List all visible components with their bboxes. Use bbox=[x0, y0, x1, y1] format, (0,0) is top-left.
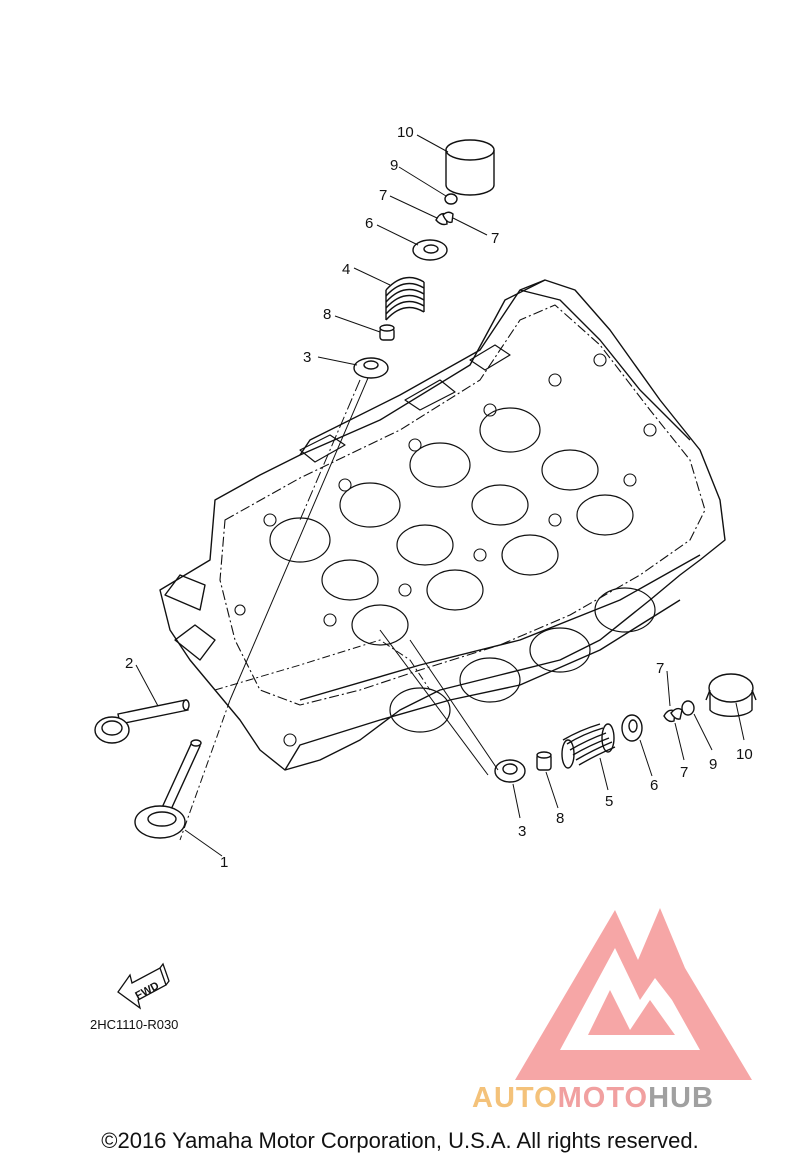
label-8-bottom: 8 bbox=[556, 810, 564, 827]
fwd-arrow-icon: FWD bbox=[117, 962, 170, 1010]
label-7-top-b: 7 bbox=[491, 230, 499, 247]
valve-stem-seal-bottom bbox=[536, 751, 552, 771]
valve-retainer-top bbox=[412, 239, 448, 261]
label-10-bottom: 10 bbox=[736, 746, 753, 763]
label-4-top: 4 bbox=[342, 261, 350, 278]
brand-moto: MOTO bbox=[557, 1082, 649, 1114]
valve-spring-bottom bbox=[561, 723, 616, 769]
label-9-top: 9 bbox=[390, 157, 398, 174]
alignment-lines bbox=[179, 377, 431, 841]
upper-valve-train bbox=[353, 139, 495, 379]
valves-left bbox=[94, 699, 202, 839]
label-7-bottom-a: 7 bbox=[656, 660, 664, 677]
label-6-bottom: 6 bbox=[650, 777, 658, 794]
intake-valve bbox=[134, 739, 202, 839]
label-7-top-a: 7 bbox=[379, 187, 387, 204]
spring-seat-bottom bbox=[494, 759, 526, 783]
part-number-labels: 10 9 7 7 6 4 8 3 2 1 7 3 8 5 6 7 9 10 bbox=[125, 124, 753, 871]
lower-valve-train bbox=[494, 673, 757, 783]
valve-stem-seal-top bbox=[379, 324, 395, 341]
valve-spring-top bbox=[385, 276, 425, 321]
leader-lines bbox=[135, 134, 745, 857]
drawing-code: 2HC1110-R030 bbox=[90, 1017, 178, 1032]
watermark-brand-text: AUTOMOTOHUB bbox=[472, 1082, 714, 1115]
valve-lifter-bottom bbox=[705, 673, 757, 717]
brand-auto: AUTO bbox=[472, 1082, 558, 1114]
label-1-left: 1 bbox=[220, 854, 228, 871]
copyright-notice: ©2016 Yamaha Motor Corporation, U.S.A. A… bbox=[101, 1128, 699, 1153]
valve-cotter-top bbox=[435, 211, 454, 226]
label-3-top: 3 bbox=[303, 349, 311, 366]
label-5-bottom: 5 bbox=[605, 793, 613, 810]
label-10-top: 10 bbox=[397, 124, 414, 141]
brand-hub: HUB bbox=[648, 1082, 714, 1114]
watermark-logo bbox=[515, 908, 752, 1080]
label-9-bottom: 9 bbox=[709, 756, 717, 773]
label-3-bottom: 3 bbox=[518, 823, 526, 840]
exhaust-valve bbox=[94, 699, 190, 744]
label-2-left: 2 bbox=[125, 655, 133, 672]
label-7-bottom-b: 7 bbox=[680, 764, 688, 781]
valve-cotter-bottom bbox=[663, 707, 683, 723]
valve-retainer-bottom bbox=[621, 714, 643, 742]
label-8-top: 8 bbox=[323, 306, 331, 323]
valve-pad-top bbox=[444, 193, 458, 205]
label-6-top: 6 bbox=[365, 215, 373, 232]
spring-seat-top bbox=[353, 357, 389, 379]
valve-pad-bottom bbox=[681, 700, 695, 716]
cylinder-head bbox=[159, 279, 726, 771]
valve-lifter-top bbox=[445, 139, 495, 196]
